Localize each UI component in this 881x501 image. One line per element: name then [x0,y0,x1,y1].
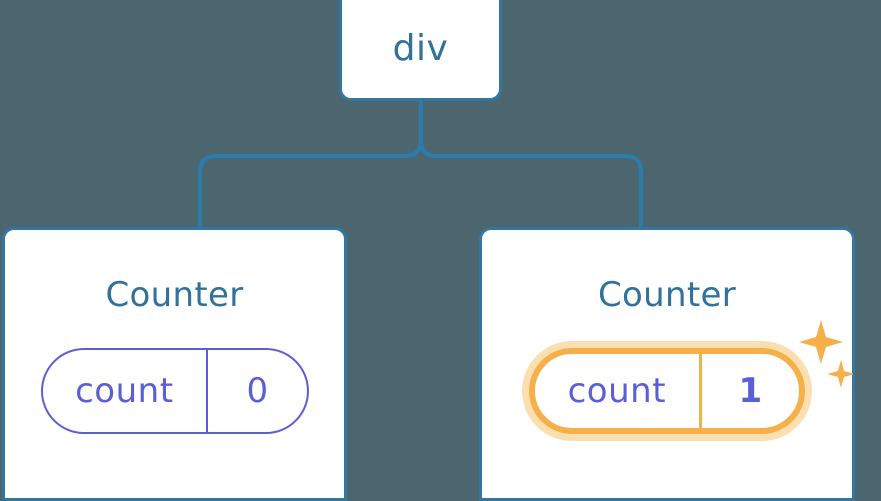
state-pill-key: count [75,371,174,411]
state-pill-value: 1 [698,354,799,428]
state-pill-count-left[interactable]: count 0 [40,348,309,434]
tree-node-counter-right[interactable]: Counter count 1 [479,227,855,501]
counter-right-label: Counter [598,275,736,315]
state-pill-count-right[interactable]: count 1 [529,348,805,434]
state-pill-value: 0 [206,350,306,432]
sparkle-small-icon [827,360,853,388]
tree-node-root[interactable]: div [339,0,502,101]
root-node-label: div [392,27,449,69]
sparkle-icon [799,320,843,364]
state-pill-key: count [567,371,667,411]
tree-node-counter-left[interactable]: Counter count 0 [2,227,347,501]
counter-left-state-wrap: count 0 [40,348,309,434]
counter-left-label: Counter [105,275,244,315]
counter-right-state-wrap: count 1 [529,320,853,434]
